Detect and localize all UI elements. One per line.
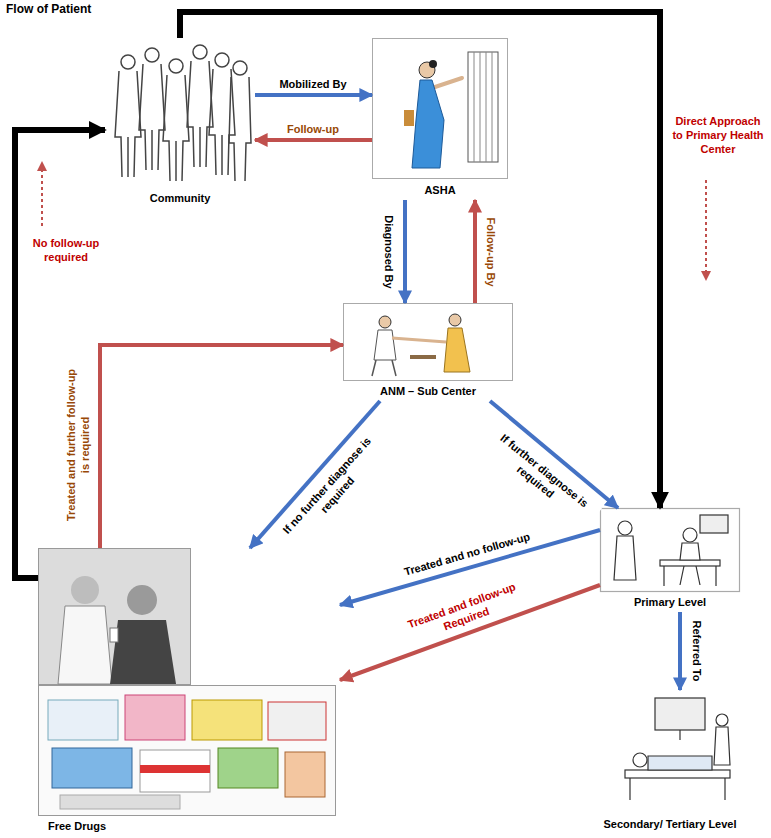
- anm-sketch: [344, 304, 513, 381]
- picture-node: ANM – Sub Center: [343, 303, 513, 401]
- edge-label: If further diagnose is required: [478, 422, 602, 530]
- drugs-photo: [39, 549, 336, 816]
- picture-node: Community: [105, 38, 255, 208]
- edge-label: Follow-up: [286, 122, 340, 136]
- edge-label: Treated and follow-up Required: [392, 575, 535, 650]
- edge-label: No follow-up required: [24, 236, 108, 264]
- caption-group: Primary Level: [600, 594, 740, 610]
- edge-label: Follow-up By: [484, 216, 498, 287]
- title-text: Flow of Patient: [6, 2, 91, 16]
- node-caption: Community: [150, 190, 211, 206]
- caption-group: Free Drugs: [38, 818, 340, 834]
- hint-arrow: [41, 162, 43, 226]
- picture-node: Secondary/ Tertiary Level: [575, 690, 765, 834]
- caption-group: Community: [105, 190, 255, 206]
- node-caption: Primary Level: [634, 594, 706, 610]
- edge-label: Diagnosed By: [382, 214, 396, 289]
- edge-label: If no further diagnose is required: [276, 430, 388, 551]
- crowd-sketch: [115, 45, 251, 181]
- picture-node: ASHA: [372, 38, 508, 200]
- flow-arrow: [255, 138, 372, 142]
- flow-arrow: [473, 200, 477, 303]
- edge-label: Treated and further follow-up is require…: [64, 367, 92, 524]
- node-caption: Free Drugs: [48, 818, 106, 834]
- edge-label: Direct Approach to Primary Health Center: [671, 114, 765, 156]
- flow-arrow: [678, 612, 682, 690]
- primary-sketch: [601, 509, 740, 592]
- flow-arrow: [403, 200, 407, 303]
- asha-sketch: [373, 39, 508, 179]
- edge-label: Treated and no follow-up: [402, 529, 533, 579]
- node-caption: ASHA: [424, 182, 455, 198]
- hint-arrow: [705, 180, 707, 280]
- picture-node: Primary Level: [600, 508, 740, 612]
- edge-label: Mobilized By: [278, 77, 347, 91]
- edge-label: Referred To: [690, 620, 704, 683]
- flow-arrow: [255, 93, 372, 97]
- caption-group: Secondary/ Tertiary Level: [575, 816, 765, 832]
- caption-group: ANM – Sub Center: [343, 383, 513, 399]
- node-caption: ANM – Sub Center: [380, 383, 476, 399]
- flow-arrow: [15, 130, 105, 578]
- picture-node: Free Drugs: [38, 548, 340, 836]
- hospital-sketch: [625, 698, 730, 800]
- flow-arrow: [180, 12, 660, 508]
- caption-group: ASHA: [372, 182, 508, 198]
- node-caption: Secondary/ Tertiary Level: [603, 816, 736, 832]
